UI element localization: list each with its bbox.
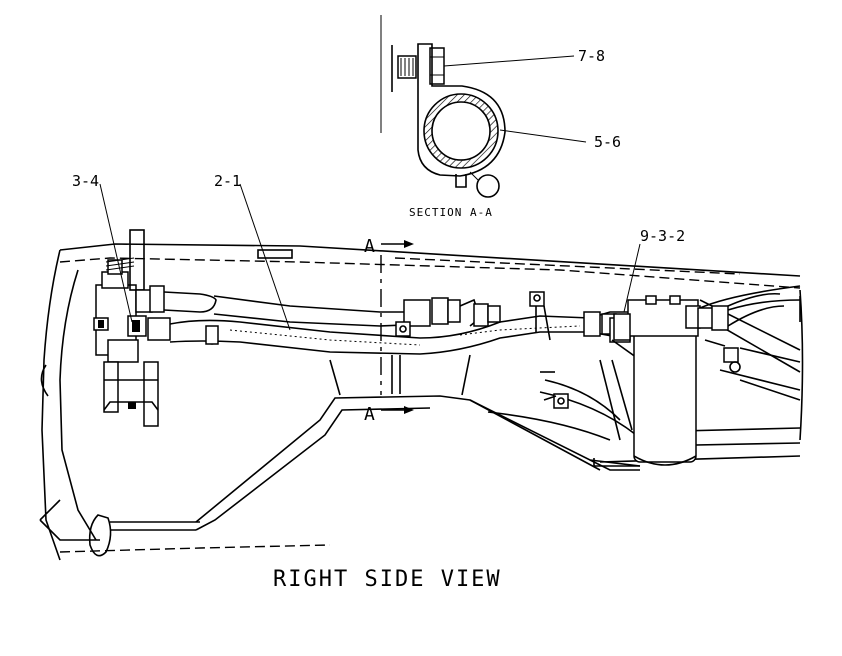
frame-left-inner [59, 269, 97, 541]
cross-member-upper [195, 395, 641, 523]
lower-mount [88, 514, 112, 557]
section-a-a-detail: 7-8 5-6 SECTION A-A [380, 15, 621, 219]
frame-bracket [257, 249, 293, 259]
bolt [397, 47, 445, 85]
cross-member-lower [195, 407, 431, 531]
leader-2-1 [239, 183, 291, 331]
section-cut-line: A A [364, 236, 414, 425]
leader-9-3-2 [623, 243, 641, 313]
callout-5-6: 5-6 [594, 133, 621, 151]
filter-canister [633, 329, 697, 463]
valve-upright [129, 229, 145, 291]
right-line-clip [723, 347, 739, 363]
view-title: RIGHT SIDE VIEW [273, 567, 502, 592]
leader-7-8 [443, 55, 575, 67]
cut-arrow-top [404, 240, 414, 248]
main-hose-bottom [169, 331, 590, 355]
cut-arrow-bottom [404, 406, 414, 414]
tube-cross-section [423, 93, 499, 169]
leader-3-4 [99, 183, 133, 323]
hose-routing: 2-1 [163, 172, 645, 409]
valve-outlet-fitting [147, 317, 171, 341]
cut-label-bottom: A [364, 404, 375, 425]
clamp-strap [417, 43, 506, 177]
filter-assembly: 9-3-2 [613, 227, 785, 466]
callout-9-3-2: 9-3-2 [640, 227, 685, 245]
frame-left-outline [41, 249, 61, 561]
lower-hidden-edge [59, 544, 331, 553]
callout-3-4: 3-4 [72, 172, 99, 190]
callout-2-1: 2-1 [214, 172, 241, 190]
clamp-loop [476, 174, 500, 198]
frame-top-edge [59, 243, 801, 277]
left-valve-assembly: 3-4 [72, 172, 217, 427]
callout-7-8: 7-8 [578, 47, 605, 65]
bracket-right-leg [143, 361, 159, 427]
section-a-a-label: SECTION A-A [409, 206, 493, 219]
clamp-tab [455, 174, 467, 188]
frame-hidden-edge [59, 257, 801, 289]
bracket-left-leg [103, 361, 119, 413]
leader-5-6 [499, 129, 587, 143]
upper-hose-top [213, 295, 430, 313]
upper-hose-fitting [163, 291, 217, 313]
cut-label-top: A [364, 236, 375, 257]
